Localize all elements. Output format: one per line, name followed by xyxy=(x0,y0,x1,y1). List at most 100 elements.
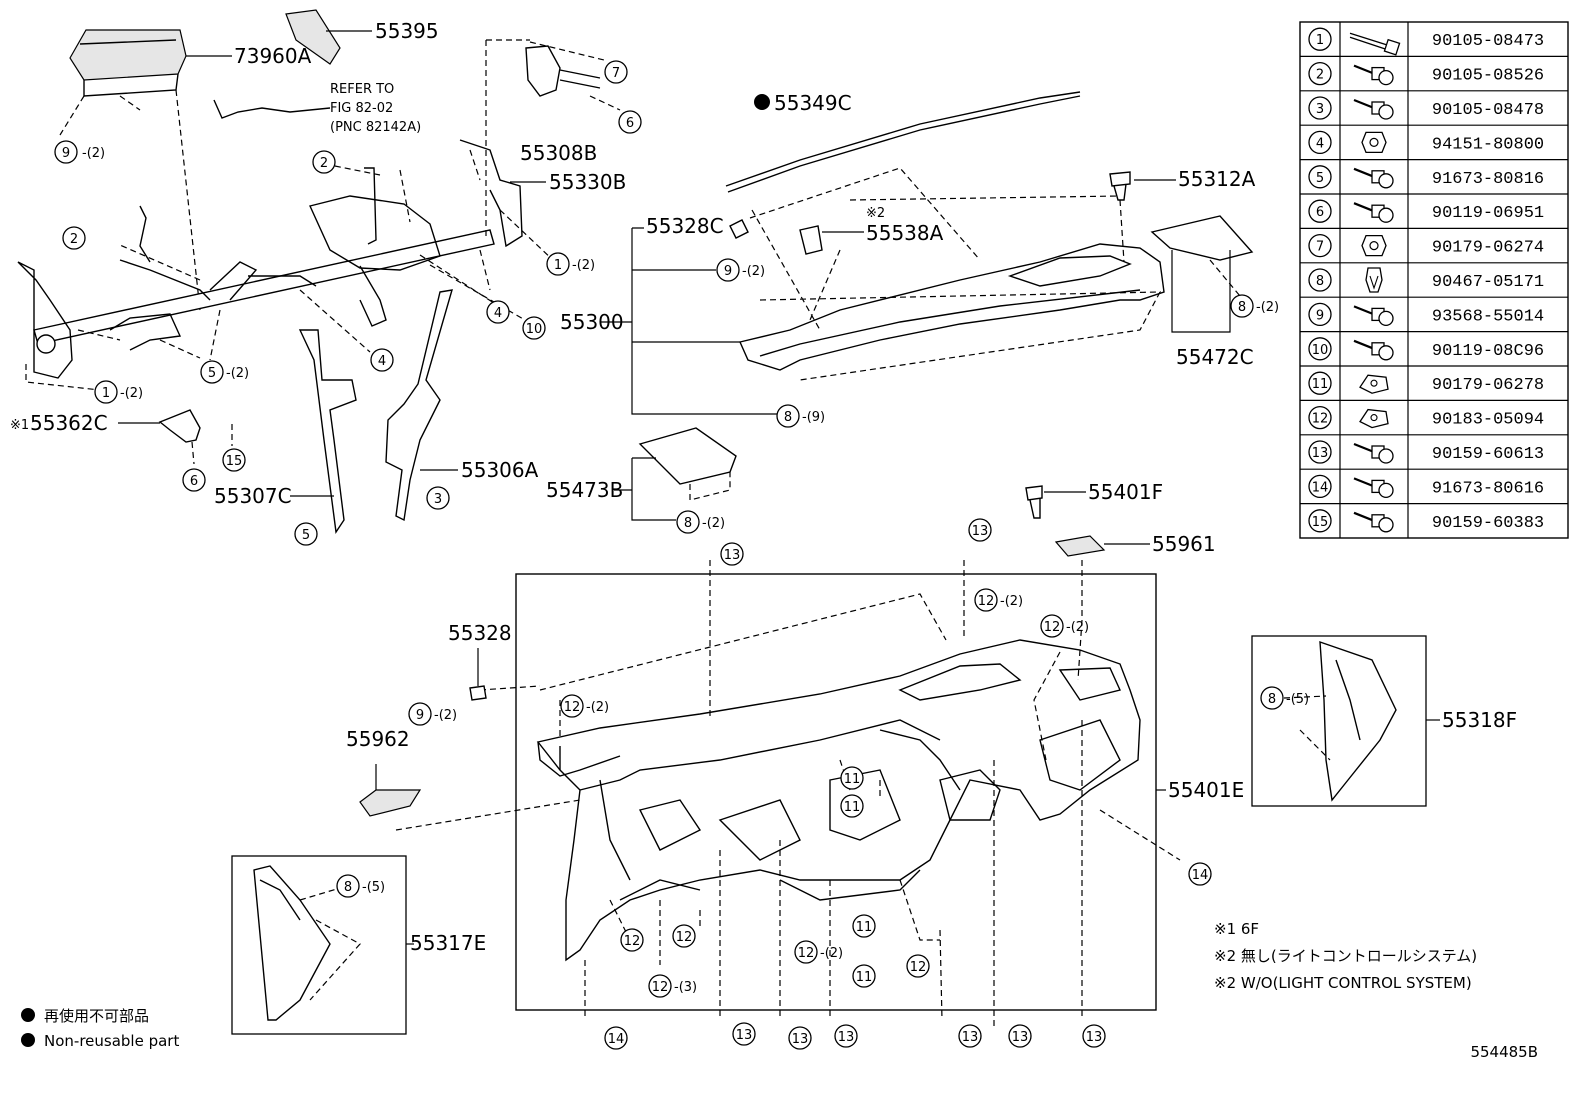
bracket-55308B xyxy=(525,45,601,97)
nut-clip-icon xyxy=(1359,374,1389,394)
svg-text:-(2): -(2) xyxy=(702,516,725,531)
fastener-number: 4 xyxy=(1316,136,1324,151)
svg-text:14: 14 xyxy=(1192,868,1209,883)
svg-text:7: 7 xyxy=(612,66,620,81)
svg-text:2: 2 xyxy=(70,232,78,247)
svg-text:5: 5 xyxy=(302,528,310,543)
brace-55306A xyxy=(385,289,453,522)
svg-text:-(2): -(2) xyxy=(586,700,609,715)
trim-strip-55349C xyxy=(725,91,1081,193)
svg-text:12: 12 xyxy=(564,700,581,715)
fastener-number: 12 xyxy=(1312,412,1329,427)
nut-icon xyxy=(1361,131,1387,154)
svg-text:8: 8 xyxy=(684,516,692,531)
fastener-part-number: 90159-60383 xyxy=(1432,514,1544,533)
fastener-number: 9 xyxy=(1316,308,1324,323)
svg-text:8: 8 xyxy=(344,880,352,895)
svg-text:13: 13 xyxy=(792,1032,809,1047)
svg-text:-(2): -(2) xyxy=(1000,594,1023,609)
part-73960A: 73960A xyxy=(234,44,312,68)
svg-text:11: 11 xyxy=(844,800,861,815)
part-55330B: 55330B xyxy=(549,170,626,194)
svg-text:-(2): -(2) xyxy=(120,386,143,401)
non-reusable-bullet-icon xyxy=(21,1008,35,1022)
fastener-part-number: 90119-08C96 xyxy=(1432,342,1544,361)
svg-text:-(2): -(2) xyxy=(820,946,843,961)
legend-en: Non-reusable part xyxy=(44,1032,179,1050)
screw-icon xyxy=(1353,442,1394,464)
fastener-number: 11 xyxy=(1312,377,1329,392)
part-55395: 55395 xyxy=(375,19,439,43)
part-55328: 55328 xyxy=(448,621,512,645)
nut-clip-icon xyxy=(1359,408,1389,429)
diagram-id: 554485B xyxy=(1470,1043,1538,1061)
part-55317E: 55317E xyxy=(410,931,486,955)
flange-bolt-icon xyxy=(1353,167,1394,189)
svg-text:3: 3 xyxy=(434,492,442,507)
part-55308B: 55308B xyxy=(520,141,597,165)
note-2-en: ※2 W/O(LIGHT CONTROL SYSTEM) xyxy=(1214,974,1472,992)
part-55538A: 55538A xyxy=(866,221,944,245)
side-cover-55318F xyxy=(1319,640,1397,802)
side-cover-55317E xyxy=(253,865,331,1021)
svg-text:FIG 82-02: FIG 82-02 xyxy=(330,101,393,116)
svg-text:-(5): -(5) xyxy=(1286,692,1309,707)
svg-text:15: 15 xyxy=(226,454,243,469)
fastener-part-number: 90105-08526 xyxy=(1432,67,1544,86)
note-2-jp: ※2 無し(ライトコントロールシステム) xyxy=(1214,947,1477,965)
fastener-part-number: 90105-08473 xyxy=(1432,32,1544,51)
svg-text:6: 6 xyxy=(626,116,634,131)
legend-jp: 再使用不可部品 xyxy=(44,1007,149,1025)
svg-text:-(2): -(2) xyxy=(434,708,457,723)
svg-text:11: 11 xyxy=(856,920,873,935)
fastener-row: 1 90105-08473 xyxy=(1308,27,1544,56)
panel-55300 xyxy=(739,243,1165,371)
svg-text:-(2): -(2) xyxy=(1066,620,1089,635)
part-55961: 55961 xyxy=(1152,532,1216,556)
part-55401E: 55401E xyxy=(1168,778,1244,802)
fastener-number: 10 xyxy=(1312,343,1329,358)
vent-55962 xyxy=(359,789,422,817)
svg-text:14: 14 xyxy=(608,1032,625,1047)
fastener-part-number: 90179-06274 xyxy=(1432,239,1544,258)
svg-text:REFER TO: REFER TO xyxy=(330,82,394,97)
cover-55472C xyxy=(1150,215,1254,297)
nut-icon xyxy=(1361,234,1387,257)
part-55473B: 55473B xyxy=(546,478,623,502)
svg-text:8: 8 xyxy=(1238,300,1246,315)
svg-text:9: 9 xyxy=(724,264,732,279)
svg-text:12: 12 xyxy=(798,946,815,961)
fastener-part-number: 91673-80816 xyxy=(1432,170,1544,189)
panel-55317E-frame xyxy=(231,855,407,1035)
non-reusable-bullet-icon xyxy=(21,1033,35,1047)
svg-text:12: 12 xyxy=(676,930,693,945)
clip-55401F xyxy=(1025,485,1043,519)
fastener-number: 7 xyxy=(1316,240,1324,255)
part-55472C: 55472C xyxy=(1176,345,1254,369)
bracket-55395 xyxy=(285,9,372,65)
fastener-number: 1 xyxy=(1316,33,1324,48)
svg-text:13: 13 xyxy=(736,1028,753,1043)
part-55306A: 55306A xyxy=(461,458,539,482)
screw-icon xyxy=(1353,511,1394,533)
fastener-part-number: 90159-60613 xyxy=(1432,445,1544,464)
fastener-part-number: 90179-06278 xyxy=(1432,376,1544,395)
fastener-row: 5 91673-80816 xyxy=(1308,165,1544,189)
svg-text:※1: ※1 xyxy=(10,418,29,433)
part-55300: 55300 xyxy=(560,310,624,334)
fastener-number: 5 xyxy=(1316,171,1324,186)
fastener-row: 10 90119-08C96 xyxy=(1308,337,1544,361)
svg-text:13: 13 xyxy=(1086,1030,1103,1045)
svg-text:-(5): -(5) xyxy=(362,880,385,895)
fastener-part-number: 90105-08478 xyxy=(1432,101,1544,120)
fastener-part-number: 91673-80616 xyxy=(1432,479,1544,498)
svg-text:13: 13 xyxy=(724,548,741,563)
